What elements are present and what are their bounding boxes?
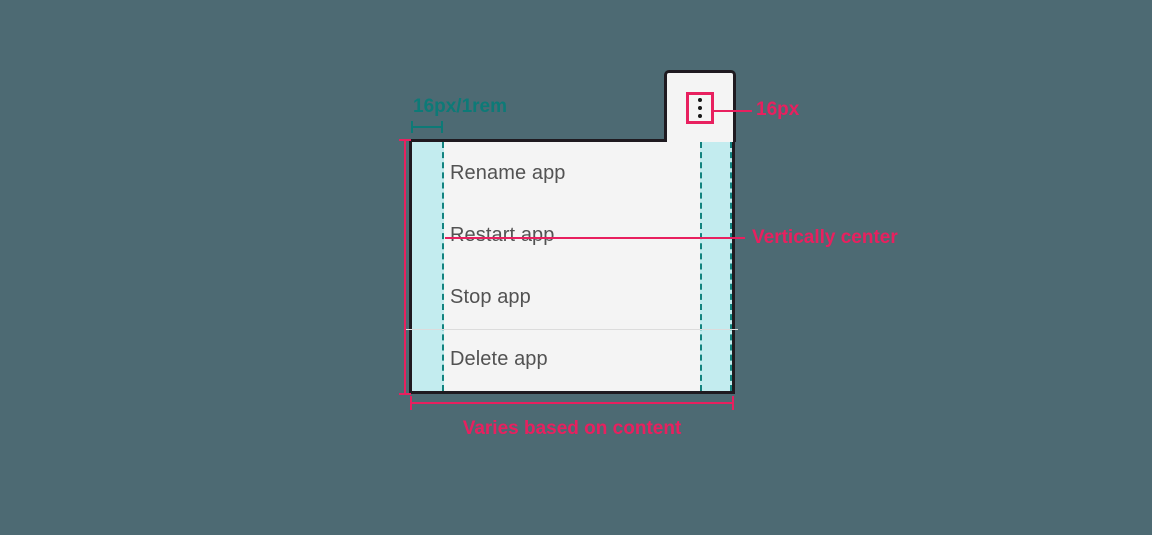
kebab-dot-top	[698, 97, 702, 102]
padding-spec-label: 16px/1rem	[413, 96, 508, 117]
padding-band-left	[412, 142, 444, 391]
menu-width-label: Varies based on content	[462, 418, 682, 439]
overflow-menu-trigger-button[interactable]	[664, 70, 736, 142]
menu-item-delete-app[interactable]: Delete app	[406, 328, 738, 391]
menu-item-label: Restart app	[450, 223, 555, 246]
icon-spec-label: 16px	[756, 99, 800, 120]
menu-width-dimension-line	[410, 396, 734, 410]
icon-spec-leader-line	[714, 110, 752, 112]
overflow-menu-vertical-icon	[686, 91, 714, 124]
kebab-dot-bottom	[698, 113, 702, 118]
padding-band-right	[700, 142, 732, 391]
vertical-center-label: Vertically center	[752, 227, 898, 248]
vertical-center-leader-line	[445, 237, 745, 239]
menu-item-restart-app[interactable]: Restart app	[412, 204, 732, 266]
menu-item-rename-app[interactable]: Rename app	[412, 142, 732, 204]
padding-dimension-marker	[411, 121, 443, 133]
kebab-dot-middle	[698, 105, 702, 110]
overflow-menu-panel: Rename app Restart app Stop app Delete a…	[406, 139, 738, 394]
menu-item-label: Rename app	[450, 161, 566, 184]
menu-item-label: Delete app	[450, 348, 548, 371]
menu-item-stop-app[interactable]: Stop app	[412, 267, 732, 329]
menu-height-dimension-line	[399, 139, 411, 395]
overflow-menu-list: Rename app Restart app Stop app Delete a…	[406, 142, 738, 391]
menu-item-label: Stop app	[450, 286, 531, 309]
